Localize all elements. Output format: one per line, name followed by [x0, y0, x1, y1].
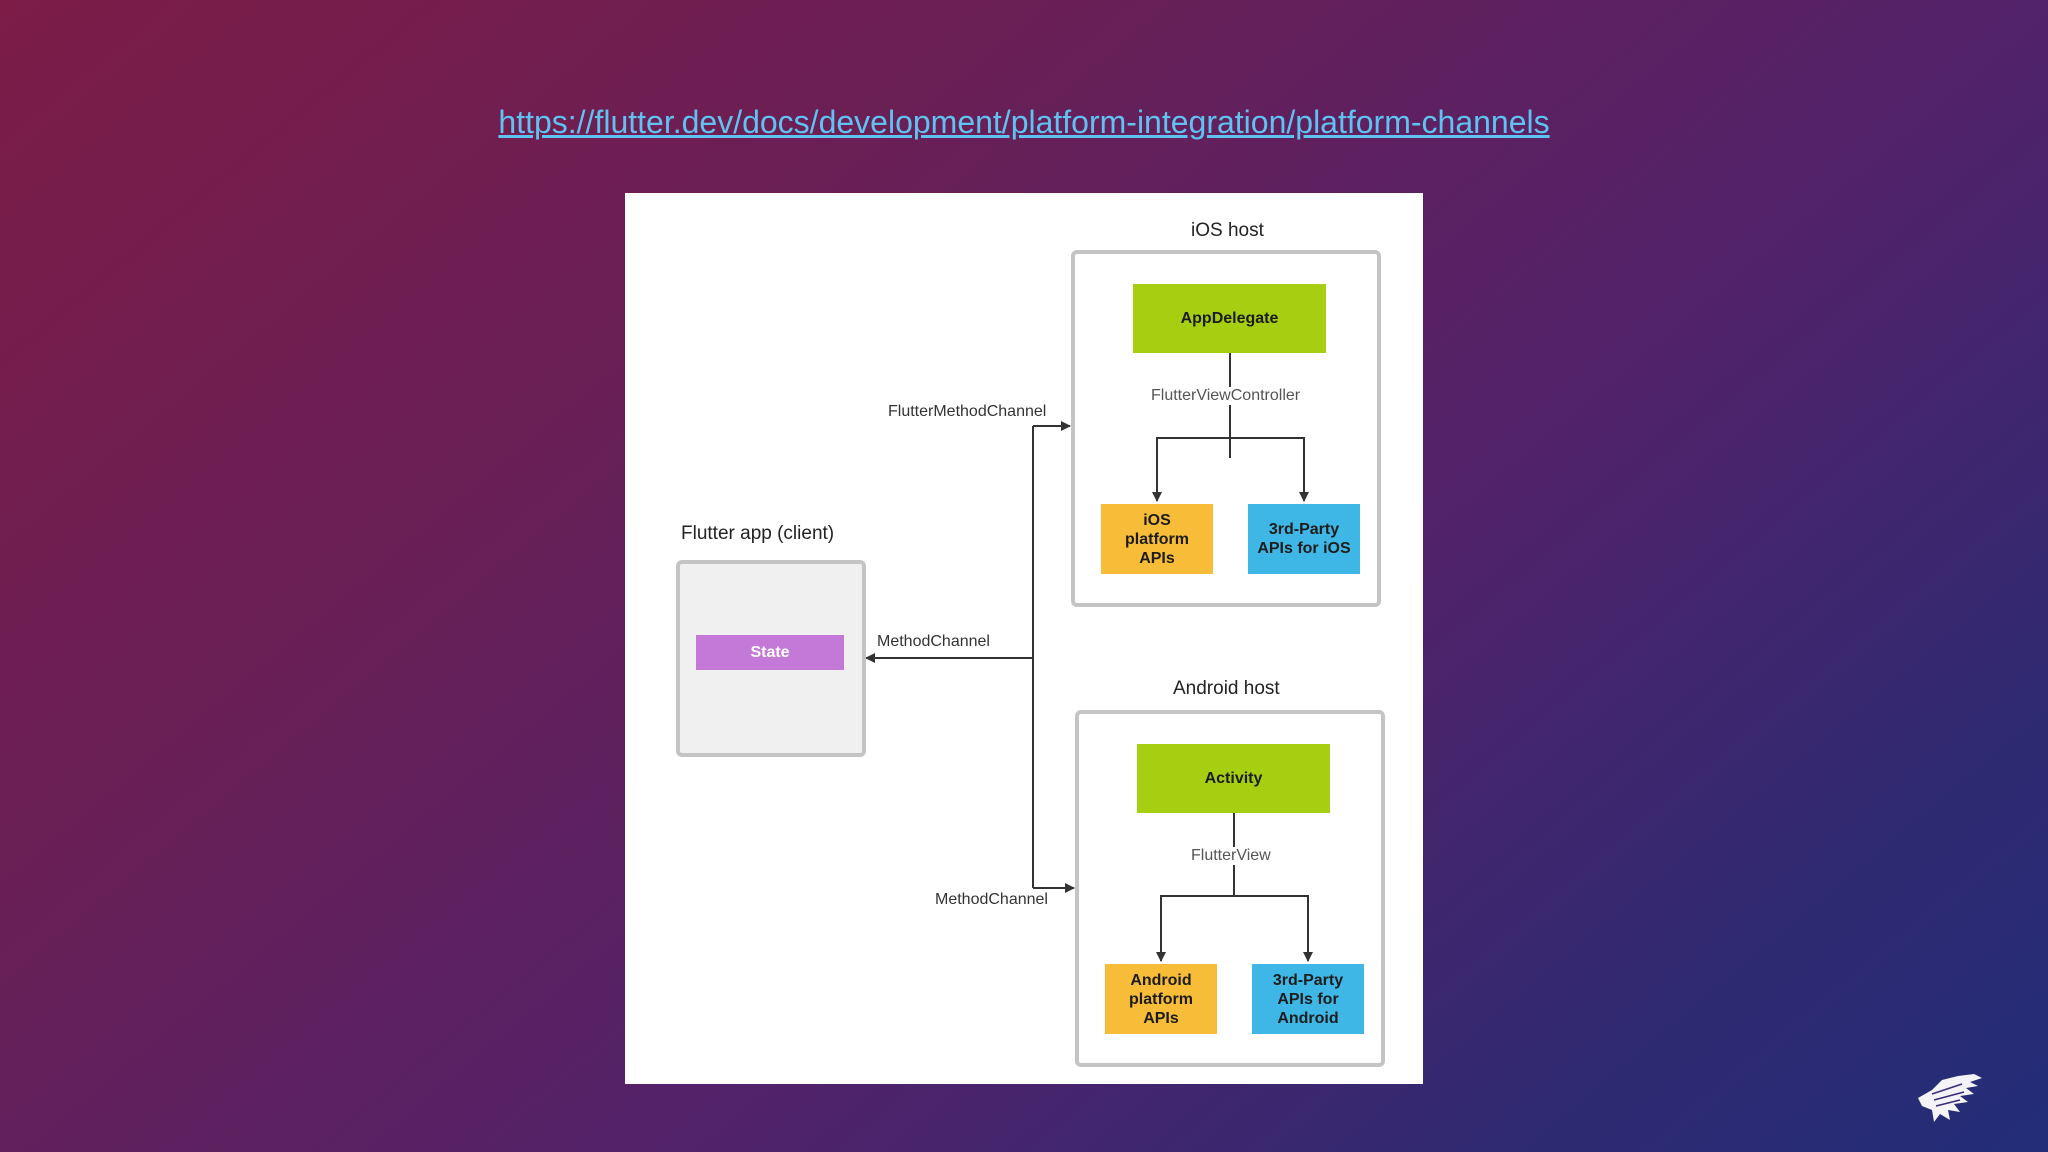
flutter-app-title: Flutter app (client) [681, 523, 835, 544]
method-channel-client-label: MethodChannel [877, 633, 990, 650]
ios-third-party-apis-node: 3rd-Party APIs for iOS [1248, 504, 1360, 574]
activity-node: Activity [1137, 744, 1330, 813]
docs-url-link[interactable]: https://flutter.dev/docs/development/pla… [498, 104, 1550, 140]
method-channel-android-label: MethodChannel [935, 891, 1048, 908]
dragon-logo-icon [1918, 1074, 1982, 1122]
app-delegate-node: AppDelegate [1133, 284, 1326, 353]
ios-platform-apis-node: iOS platform APIs [1101, 504, 1213, 574]
platform-channels-diagram: Flutter app (client) State FlutterMethod… [625, 193, 1423, 1084]
android-third-party-apis-node: 3rd-Party APIs for Android [1252, 964, 1364, 1034]
android-host-title: Android host [1173, 678, 1280, 699]
android-platform-apis-node: Android platform APIs [1105, 964, 1217, 1034]
ios-host-title: iOS host [1191, 220, 1264, 241]
flutter-view-controller-label: FlutterViewController [1149, 387, 1303, 405]
state-node: State [696, 635, 844, 670]
flutter-view-label: FlutterView [1189, 847, 1273, 865]
android-host-box [1075, 710, 1385, 1067]
ios-host-box [1071, 250, 1381, 607]
flutter-method-channel-label: FlutterMethodChannel [888, 403, 1047, 420]
